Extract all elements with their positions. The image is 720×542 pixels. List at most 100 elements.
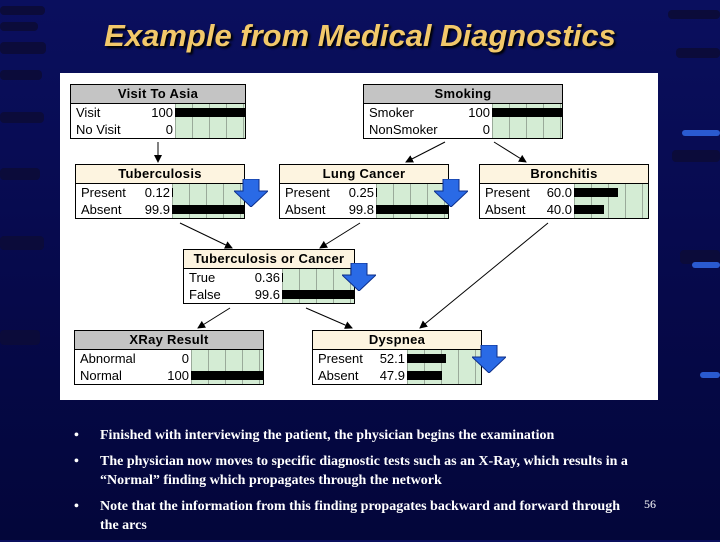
state-value: 40.0 [536, 201, 572, 218]
node-smoking[interactable]: Smoking Smoker 100 NonSmoker 0 [363, 84, 563, 139]
page-number: 56 [644, 497, 656, 512]
node-tuberculosis-or-cancer[interactable]: Tuberculosis or Cancer True 0.36 False 9… [183, 249, 355, 304]
node-dyspnea[interactable]: Dyspnea Present 52.1 Absent 47.9 [312, 330, 482, 385]
node-state-row: Present 0.25 [280, 184, 448, 201]
state-bar-cell [574, 201, 648, 218]
bullet-dot: • [74, 497, 79, 516]
node-title: Lung Cancer [280, 165, 448, 184]
bullet-text: Note that the information from this find… [100, 499, 620, 533]
bullet-dot: • [74, 452, 79, 471]
state-value: 0 [151, 350, 189, 367]
state-label: Present [285, 184, 330, 201]
state-value: 99.6 [242, 286, 280, 303]
node-state-row: Visit 100 [71, 104, 245, 121]
node-state-row: Absent 47.9 [313, 367, 481, 384]
background-stripe [0, 168, 40, 180]
background-stripe [0, 6, 45, 15]
blue-down-arrow-icon [342, 263, 376, 291]
node-state-row: Present 0.12 [76, 184, 244, 201]
node-state-row: Present 60.0 [480, 184, 648, 201]
state-label: True [189, 269, 215, 286]
state-bar-cell [492, 121, 562, 138]
node-title: XRay Result [75, 331, 263, 350]
state-label: Absent [318, 367, 358, 384]
node-state-row: Absent 40.0 [480, 201, 648, 218]
state-value: 60.0 [536, 184, 572, 201]
arc-smoking-to-bronchitis [494, 142, 526, 162]
bullet-item: • Note that the information from this fi… [72, 497, 642, 535]
node-state-row: True 0.36 [184, 269, 354, 286]
state-value: 52.1 [369, 350, 405, 367]
node-tuberculosis[interactable]: Tuberculosis Present 0.12 Absent 99.9 [75, 164, 245, 219]
state-bar [191, 371, 263, 380]
bullet-item: • Finished with interviewing the patient… [72, 426, 642, 445]
state-value: 0 [452, 121, 490, 138]
node-state-row: False 99.6 [184, 286, 354, 303]
background-stripe [700, 372, 720, 378]
state-value: 0.36 [242, 269, 280, 286]
background-stripe [0, 112, 44, 123]
bullet-item: • The physician now moves to specific di… [72, 452, 642, 490]
arc-tuberculosis-to-tb-or-cancer [180, 223, 232, 248]
arc-lung-cancer-to-tb-or-cancer [320, 223, 360, 248]
state-label: Absent [485, 201, 525, 218]
state-value: 47.9 [369, 367, 405, 384]
bullet-dot: • [74, 426, 79, 445]
state-value: 99.8 [338, 201, 374, 218]
node-title: Tuberculosis [76, 165, 244, 184]
state-label: Present [81, 184, 126, 201]
state-label: No Visit [76, 121, 121, 138]
state-label: Abnormal [80, 350, 136, 367]
background-stripe [0, 70, 42, 80]
background-stripe [0, 330, 40, 345]
arc-tb-or-cancer-to-xray [198, 308, 230, 328]
state-label: Absent [81, 201, 121, 218]
node-state-row: NonSmoker 0 [364, 121, 562, 138]
arc-bronchitis-to-dyspnea [420, 223, 548, 328]
bullet-list: • Finished with interviewing the patient… [72, 426, 642, 542]
state-value: 100 [135, 104, 173, 121]
slide-title: Example from Medical Diagnostics [0, 18, 720, 54]
state-label: Visit [76, 104, 100, 121]
node-state-row: Abnormal 0 [75, 350, 263, 367]
state-value: 0.12 [134, 184, 170, 201]
node-title: Smoking [364, 85, 562, 104]
node-title: Visit To Asia [71, 85, 245, 104]
node-title: Tuberculosis or Cancer [184, 250, 354, 269]
state-value: 0.25 [338, 184, 374, 201]
blue-down-arrow-icon [234, 179, 268, 207]
state-bar-cell [175, 104, 245, 121]
node-visit-to-asia[interactable]: Visit To Asia Visit 100 No Visit 0 [70, 84, 246, 139]
state-value: 100 [151, 367, 189, 384]
state-value: 99.9 [134, 201, 170, 218]
node-lung-cancer[interactable]: Lung Cancer Present 0.25 Absent 99.8 [279, 164, 449, 219]
node-state-row: Smoker 100 [364, 104, 562, 121]
node-xray-result[interactable]: XRay Result Abnormal 0 Normal 100 [74, 330, 264, 385]
state-value: 100 [452, 104, 490, 121]
state-bar-cell [492, 104, 562, 121]
bayesian-network-panel: Visit To Asia Visit 100 No Visit 0 Smoki… [60, 73, 658, 400]
node-bronchitis[interactable]: Bronchitis Present 60.0 Absent 40.0 [479, 164, 649, 219]
blue-down-arrow-icon [472, 345, 506, 373]
state-bar [407, 354, 446, 363]
node-state-row: Absent 99.9 [76, 201, 244, 218]
state-bar-cell [191, 350, 263, 367]
state-bar-cell [191, 367, 263, 384]
state-bar-cell [175, 121, 245, 138]
background-stripe [692, 262, 720, 268]
node-state-row: Present 52.1 [313, 350, 481, 367]
state-value: 0 [135, 121, 173, 138]
node-state-row: No Visit 0 [71, 121, 245, 138]
state-bar [175, 108, 245, 117]
bullet-text: The physician now moves to specific diag… [100, 454, 628, 488]
state-bar [574, 188, 618, 197]
state-bar [407, 371, 442, 380]
state-bar [492, 108, 562, 117]
arc-smoking-to-lung-cancer [406, 142, 445, 162]
state-label: Normal [80, 367, 122, 384]
state-bar [574, 205, 604, 214]
state-label: False [189, 286, 221, 303]
state-bar-cell [407, 367, 481, 384]
state-label: Present [318, 350, 363, 367]
state-bar-cell [574, 184, 648, 201]
